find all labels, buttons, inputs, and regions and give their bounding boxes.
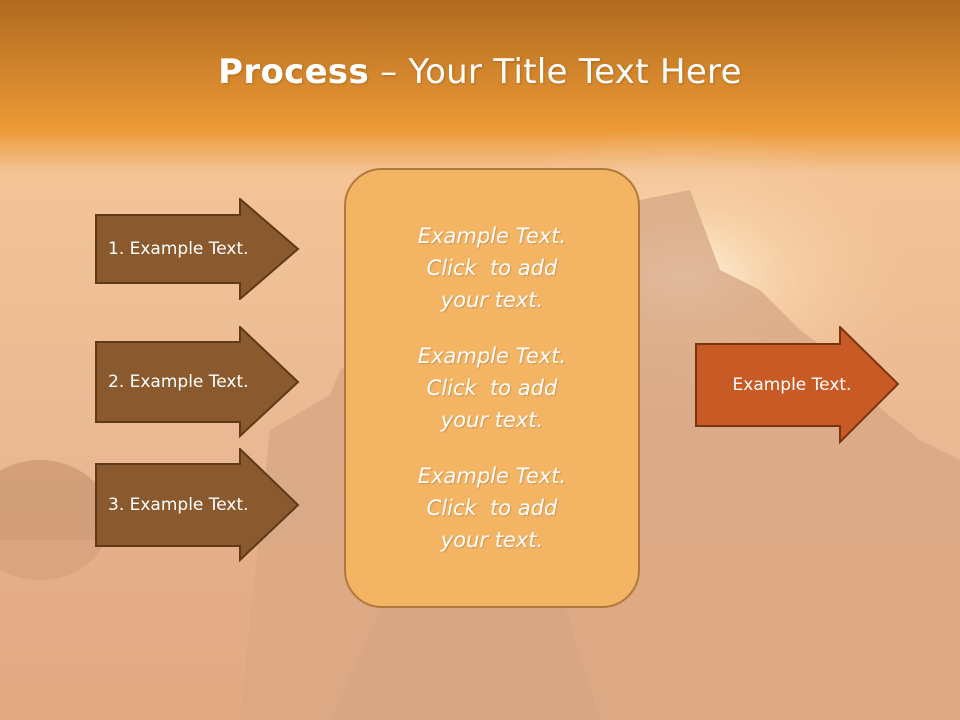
title-rest: – Your Title Text Here bbox=[369, 52, 742, 92]
step-arrow-label: 1. Example Text. bbox=[108, 239, 249, 259]
arrow-shape bbox=[695, 326, 900, 444]
step-arrow-3[interactable]: 3. Example Text. bbox=[94, 448, 300, 562]
center-paragraph-2: Example Text. Click to add your text. bbox=[372, 340, 612, 436]
step-arrow-label: 2. Example Text. bbox=[108, 372, 249, 392]
title-bold: Process bbox=[218, 52, 370, 92]
center-paragraph-1: Example Text. Click to add your text. bbox=[372, 220, 612, 316]
paragraph-line: Example Text. bbox=[417, 224, 567, 248]
arrow-shape bbox=[95, 448, 300, 562]
slide-title: Process – Your Title Text Here bbox=[0, 52, 960, 92]
paragraph-line: your text. bbox=[440, 408, 544, 432]
step-arrow-label: 3. Example Text. bbox=[108, 495, 249, 515]
center-paragraph-3: Example Text. Click to add your text. bbox=[372, 460, 612, 556]
result-arrow[interactable]: Example Text. bbox=[694, 326, 900, 444]
arrow-shape bbox=[95, 326, 300, 438]
paragraph-line: Click to add bbox=[426, 496, 558, 520]
paragraph-line: your text. bbox=[440, 528, 544, 552]
paragraph-line: your text. bbox=[440, 288, 544, 312]
paragraph-line: Example Text. bbox=[417, 464, 567, 488]
step-arrow-2[interactable]: 2. Example Text. bbox=[94, 326, 300, 438]
arrow-shape bbox=[95, 198, 300, 300]
paragraph-line: Example Text. bbox=[417, 344, 567, 368]
step-arrow-1[interactable]: 1. Example Text. bbox=[94, 198, 300, 300]
paragraph-line: Click to add bbox=[426, 376, 558, 400]
result-arrow-label: Example Text. bbox=[732, 375, 852, 395]
center-text-box[interactable]: Example Text. Click to add your text. Ex… bbox=[344, 168, 640, 608]
paragraph-line: Click to add bbox=[426, 256, 558, 280]
